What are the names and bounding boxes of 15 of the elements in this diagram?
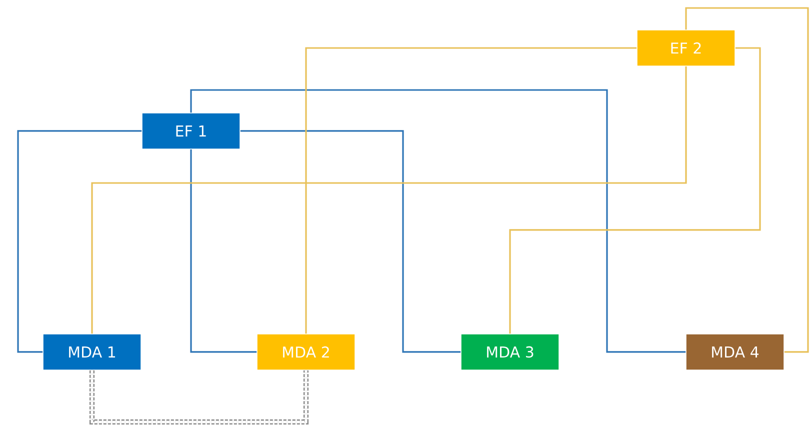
process-box: EF 2 — [636, 30, 736, 66]
process-box: MDA 3 — [460, 334, 560, 370]
connector-line — [240, 130, 461, 353]
connector-line — [190, 149, 257, 353]
connector-line — [17, 130, 142, 353]
connector-line — [89, 370, 309, 425]
process-box: EF 1 — [142, 112, 240, 150]
connector-line — [509, 47, 761, 334]
connector-line — [685, 7, 809, 353]
process-box: MDA 2 — [256, 334, 356, 370]
connector-line — [91, 66, 687, 334]
connector-line — [305, 47, 637, 334]
process-box: MDA 1 — [42, 334, 142, 370]
process-box: MDA 4 — [686, 334, 784, 370]
connector-line — [190, 89, 686, 353]
